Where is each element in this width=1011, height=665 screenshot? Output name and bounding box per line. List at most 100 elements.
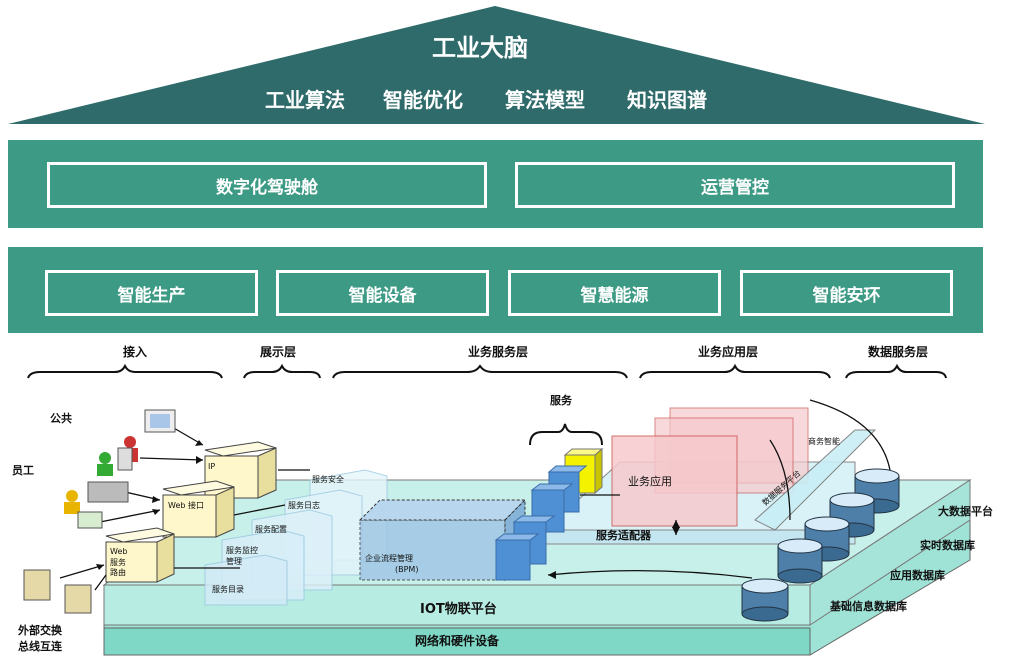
cube-route-front (105, 541, 158, 583)
db-basic-info (741, 578, 789, 622)
bpm-block (359, 519, 506, 581)
databases (741, 468, 900, 622)
roof-title: 工业大脑 (432, 34, 528, 62)
label-public: 公共 (50, 412, 72, 425)
box-operation-control: 运营管控 (515, 162, 955, 208)
user-icons (23, 409, 176, 614)
roof-item-1: 工业算法 (265, 88, 345, 112)
link-app-db (769, 439, 791, 521)
arrowheads (96, 440, 680, 579)
arrow-ext2-route (94, 574, 107, 591)
box-smart-energy: 智慧能源 (508, 270, 721, 316)
arrow-mail-web (99, 509, 161, 523)
cube-service-blue-4 (495, 539, 531, 581)
label-db-bigdata: 大数据平台 (938, 505, 993, 518)
label-service-monitor-1: 服务监控 (226, 546, 258, 555)
cube-service-blue-1-top (547, 465, 588, 473)
layer-business-service: 业务服务层 (467, 345, 528, 359)
service-cubes (494, 447, 604, 581)
roof-item-3: 算法模型 (505, 88, 585, 112)
box-smart-production: 智能生产 (45, 270, 258, 316)
person-icon-red (124, 436, 136, 448)
label-db-application: 应用数据库 (890, 569, 945, 582)
label-ip: IP (208, 462, 216, 471)
cube-service-blue-2-top (530, 483, 574, 491)
label-iot-platform: IOT物联平台 (420, 602, 497, 617)
cube-service-blue-4-top (494, 533, 540, 541)
brace-service (529, 423, 603, 446)
data-service-slab (754, 429, 877, 531)
link-db-svc (547, 570, 753, 579)
label-service-catalog: 服务目录 (212, 585, 244, 594)
roof-shape (8, 6, 985, 124)
server-icon-2 (64, 584, 92, 614)
layer-data-service: 数据服务层 (867, 345, 928, 359)
cube-web-side (215, 486, 235, 538)
phone-icon (117, 447, 133, 471)
label-service: 服务 (550, 394, 572, 407)
label-db-realtime: 实时数据库 (920, 539, 975, 552)
network-platform-front (103, 627, 811, 656)
brace-business-application (639, 363, 831, 379)
layer-business-application: 业务应用层 (697, 345, 758, 359)
label-web-port: Web 接口 (168, 501, 204, 510)
db-application (804, 516, 850, 562)
db-big-data (854, 468, 900, 514)
brace-presentation (243, 363, 321, 379)
app-panels (611, 407, 809, 527)
person-icon-yellow (66, 490, 78, 502)
band-smart (8, 247, 983, 333)
label-web-route-2: 服务 (110, 558, 126, 567)
label-external-2: 总线互连 (18, 640, 62, 653)
label-external-1: 外部交换 (18, 624, 62, 637)
label-staff: 员工 (12, 464, 34, 477)
band-management (8, 140, 983, 228)
label-service-monitor-2: 管理 (226, 557, 242, 566)
arrow-staff-ip (139, 457, 204, 461)
box-digital-cockpit: 数字化驾驶舱 (47, 162, 487, 208)
server-icon-1 (23, 569, 51, 601)
label-service-adapter: 服务适配器 (596, 529, 651, 542)
arrow-ext-route (59, 564, 105, 579)
label-web-route-1: Web (110, 547, 128, 556)
link-2 (233, 504, 286, 516)
layer-access: 接入 (122, 345, 147, 359)
label-bpm-1: 企业流程管理 (365, 554, 413, 563)
laptop-icon (87, 481, 129, 503)
label-web-route-3: 路由 (110, 568, 126, 577)
slab-catalog (204, 554, 288, 606)
label-network: 网络和硬件设备 (415, 634, 500, 648)
box-smart-equipment: 智能设备 (276, 270, 489, 316)
access-cubes (105, 441, 277, 583)
iot-platform-side (809, 479, 971, 626)
label-service-security: 服务安全 (312, 475, 344, 484)
cube-service-blue-3-top (512, 515, 556, 523)
label-bpm-2: (BPM) (395, 565, 419, 574)
cube-route-side (156, 533, 175, 583)
connectors (59, 399, 891, 591)
label-service-log: 服务日志 (288, 501, 320, 510)
label-business-app: 业务应用 (628, 475, 672, 488)
db-app-2 (777, 538, 823, 584)
cube-service-yellow-side (594, 447, 603, 495)
app-panel-front (611, 435, 738, 527)
label-service-config: 服务配置 (255, 525, 287, 534)
cube-web-front (162, 494, 217, 538)
brace-data-service (845, 363, 947, 379)
cube-ip-side (257, 447, 277, 499)
layer-presentation: 展示层 (259, 345, 296, 359)
person-icon-green (99, 452, 111, 464)
label-business-intel: 商务智能 (808, 437, 840, 446)
label-db-basic: 基础信息数据库 (830, 600, 907, 613)
mail-icon (77, 511, 103, 529)
brace-business-service (332, 364, 628, 379)
bpm-top (358, 499, 527, 521)
link-bi-db (809, 399, 891, 471)
box-smart-safety: 智能安环 (740, 270, 953, 316)
roof-item-2: 智能优化 (383, 88, 463, 112)
layer-braces (27, 363, 947, 446)
roof-item-4: 知识图谱 (627, 88, 707, 112)
brace-access (27, 363, 223, 379)
